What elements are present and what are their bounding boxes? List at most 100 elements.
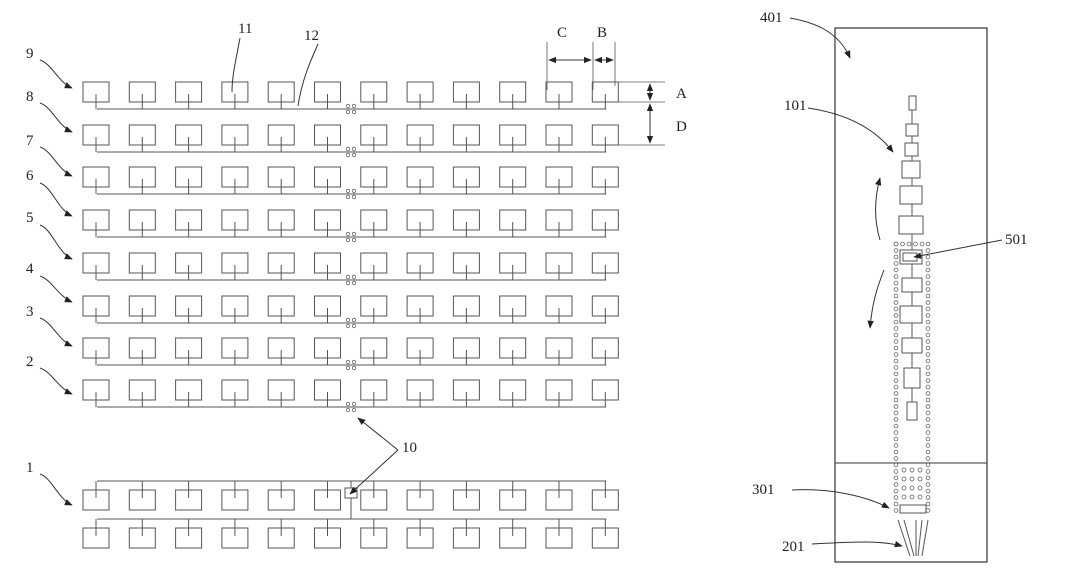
fence-via xyxy=(893,384,899,390)
transition-via xyxy=(909,467,915,473)
row-label-arrow xyxy=(39,473,73,506)
label-row-9: 9 xyxy=(26,46,34,62)
label-row-5: 5 xyxy=(26,210,34,226)
fence-via xyxy=(893,352,899,357)
fence-via xyxy=(925,501,931,507)
transition-via xyxy=(909,494,915,500)
radiating-slot xyxy=(898,215,924,235)
fence-via xyxy=(925,248,931,253)
fence-via xyxy=(893,254,899,260)
fence-via xyxy=(893,449,899,455)
feed-via xyxy=(351,188,357,194)
fence-via xyxy=(925,287,931,292)
array-row xyxy=(82,81,619,115)
fence-via xyxy=(925,371,931,377)
fence-via xyxy=(925,475,931,481)
fence-via xyxy=(925,339,931,344)
array-row xyxy=(82,379,619,413)
row-labels: 9 8 7 6 5 4 3 2 1 xyxy=(26,46,73,506)
fence-via xyxy=(893,469,899,474)
feed-via xyxy=(345,103,351,109)
feed-via xyxy=(345,280,351,286)
fence-via xyxy=(893,326,899,331)
fence-via xyxy=(925,332,931,338)
label-row-2: 2 xyxy=(26,354,34,370)
fence-via xyxy=(893,410,899,416)
label-a: A xyxy=(676,86,687,102)
array-row xyxy=(82,295,619,329)
transition-via xyxy=(917,494,923,500)
array-row xyxy=(82,209,619,243)
fence-via xyxy=(893,443,899,448)
fence-via xyxy=(925,488,931,494)
fence-via xyxy=(925,417,931,422)
feed-via xyxy=(351,365,357,371)
fence-via xyxy=(893,274,899,279)
fence-via xyxy=(925,495,931,500)
feed-via xyxy=(345,231,351,237)
label-401: 401 xyxy=(760,10,783,26)
fence-via xyxy=(893,345,899,351)
fence-via xyxy=(925,261,931,266)
label-11: 11 xyxy=(238,21,252,37)
fence-via xyxy=(925,300,931,305)
fence-via xyxy=(925,274,931,279)
label-501: 501 xyxy=(1005,232,1028,248)
radiating-slot xyxy=(904,142,919,157)
leader-401 xyxy=(789,17,851,59)
array-row-1 xyxy=(82,480,619,549)
row-label-arrow xyxy=(39,59,73,89)
leaders-top: 11 12 xyxy=(231,21,319,107)
row-label-arrow xyxy=(39,317,73,347)
array-row xyxy=(82,166,619,200)
leader-301 xyxy=(791,489,890,509)
radiating-slot xyxy=(899,185,923,205)
fence-via xyxy=(893,293,899,299)
feed-via xyxy=(351,317,357,323)
substrate-outline xyxy=(834,27,988,563)
label-row-4: 4 xyxy=(26,261,34,277)
fence-via xyxy=(925,358,931,364)
fence-via xyxy=(893,501,899,507)
fence-via xyxy=(925,469,931,474)
feed-via xyxy=(345,237,351,243)
row-label-arrow xyxy=(39,146,73,177)
feed-port xyxy=(897,504,929,557)
feed-via xyxy=(351,194,357,200)
transition-via xyxy=(917,467,923,473)
fence-via xyxy=(925,462,931,468)
radiating-slot xyxy=(903,367,921,389)
label-101: 101 xyxy=(784,98,807,114)
feed-via xyxy=(345,146,351,152)
fence-via xyxy=(893,397,899,403)
fence-via xyxy=(906,241,912,247)
feed-via xyxy=(345,188,351,194)
fence-via xyxy=(925,306,931,312)
fence-via xyxy=(913,241,918,247)
fence-via xyxy=(893,508,899,513)
dimension-markers: C B A D xyxy=(546,25,687,146)
feed-via xyxy=(351,359,357,365)
fence-via xyxy=(925,397,931,403)
fence-via xyxy=(900,241,905,247)
fence-via xyxy=(925,365,931,370)
fence-via xyxy=(925,456,931,461)
feed-via xyxy=(351,146,357,152)
transition-via xyxy=(909,476,915,482)
fence-via xyxy=(925,410,931,416)
transition-via xyxy=(909,485,915,491)
row-label-arrow xyxy=(39,102,73,133)
label-b: B xyxy=(597,25,607,41)
fence-via xyxy=(893,462,899,468)
fence-via xyxy=(893,365,899,370)
fence-via xyxy=(925,436,931,442)
fence-via xyxy=(925,280,931,286)
fence-via xyxy=(893,280,899,286)
fence-via xyxy=(893,404,899,409)
fence-via xyxy=(893,488,899,494)
fence-via xyxy=(925,293,931,299)
patch-array xyxy=(82,81,619,549)
fence-via xyxy=(893,430,899,435)
radiating-slot-chain xyxy=(898,95,924,421)
